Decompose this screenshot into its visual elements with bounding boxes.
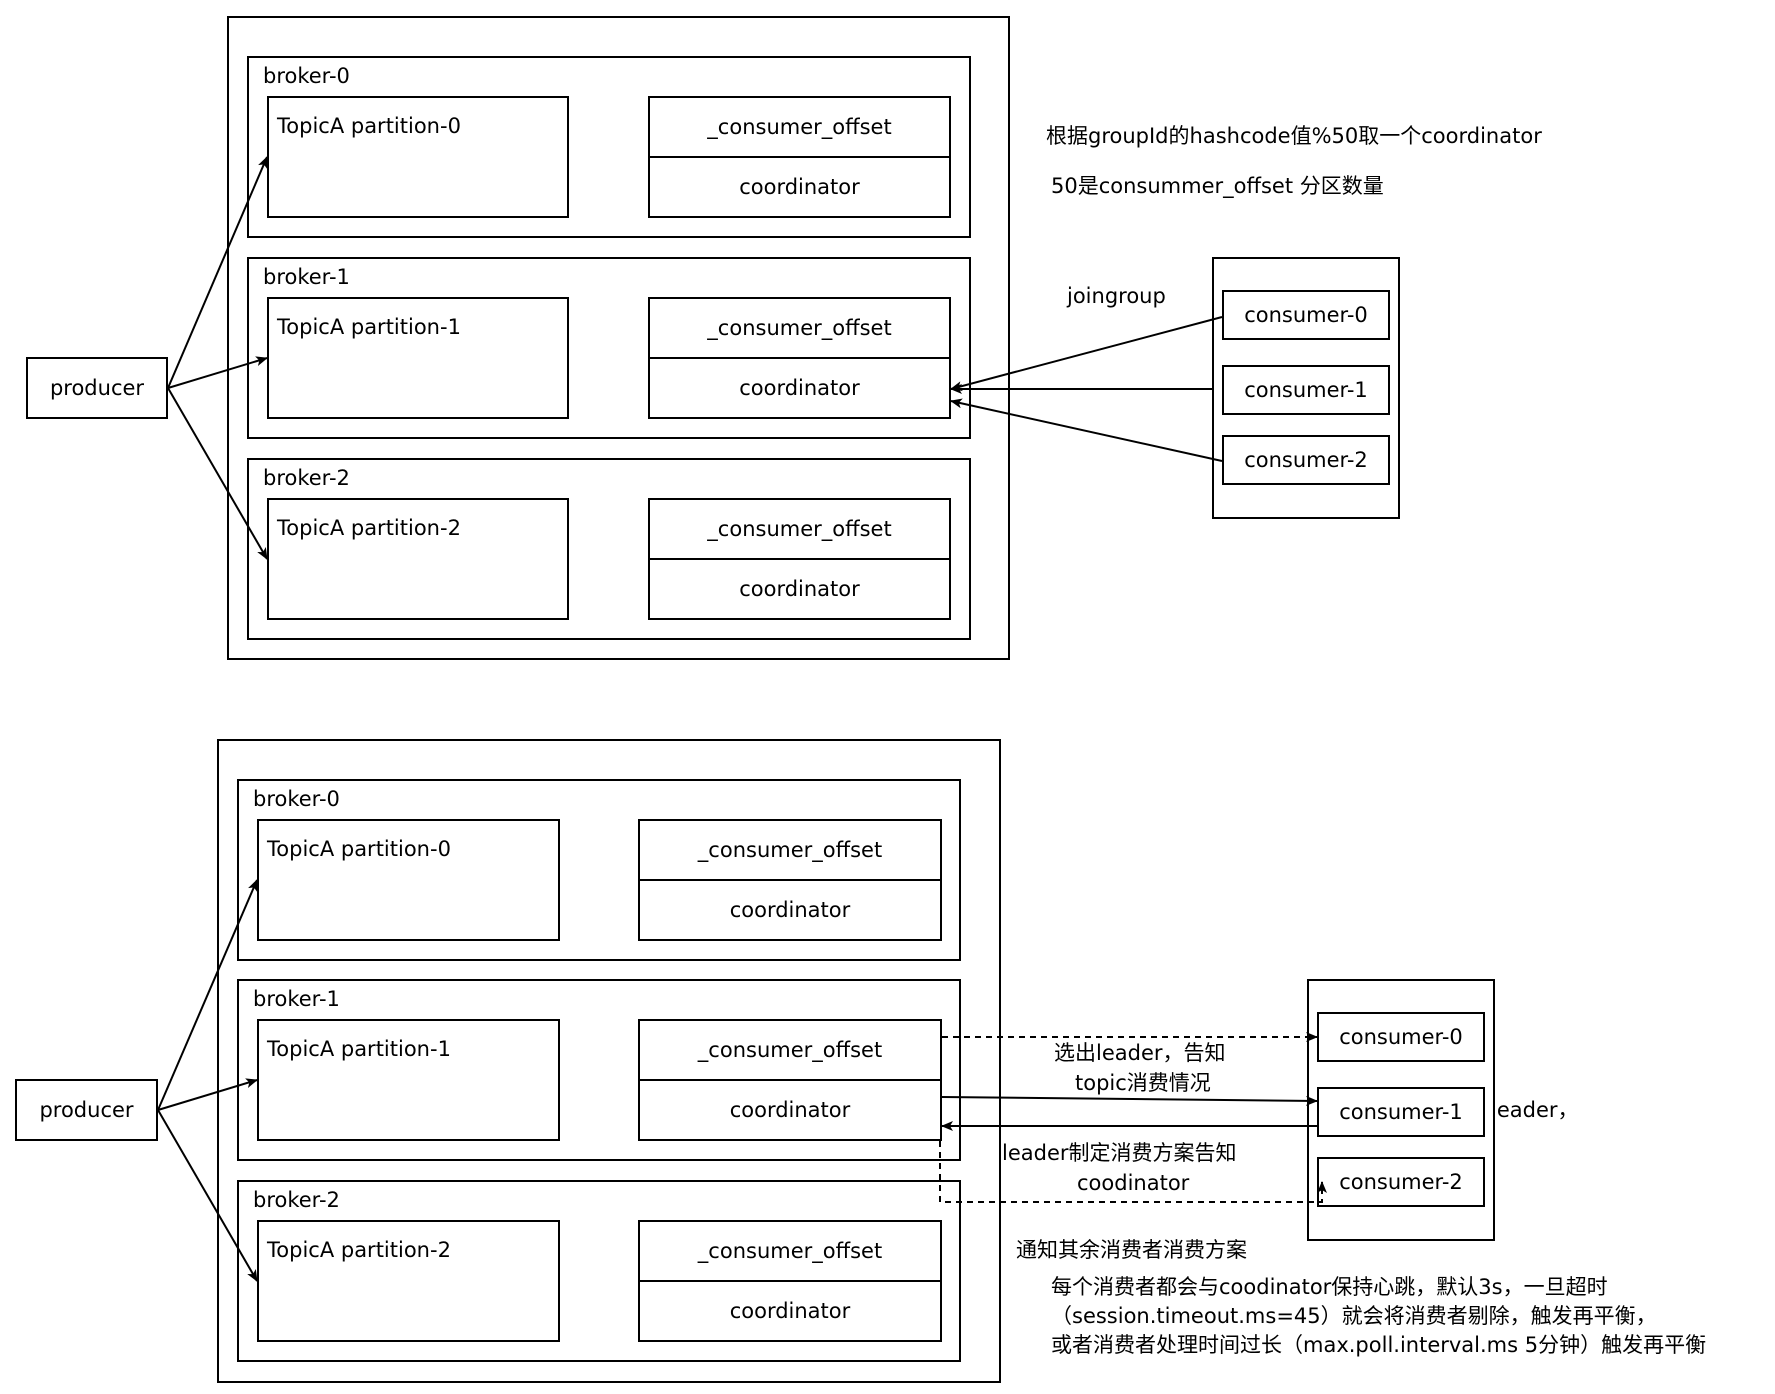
- heartbeat-note-line3: 或者消费者处理时间过长（max.poll.interval.ms 5分钟）触发再…: [1051, 1333, 1707, 1357]
- partition-label: TopicA partition-1: [267, 1037, 451, 1061]
- select-leader-line1: 选出leader，告知: [1054, 1041, 1226, 1065]
- producer-box: producer: [26, 357, 168, 419]
- consumer-offset-cell: _consumer_offset: [650, 299, 949, 359]
- broker-label: broker-1: [253, 987, 340, 1011]
- consumer-offset-cell: _consumer_offset: [640, 821, 940, 881]
- consumer-offset-table: _consumer_offset coordinator: [648, 96, 951, 218]
- partition-box: [257, 1220, 560, 1342]
- partition-label: TopicA partition-2: [277, 516, 461, 540]
- partition-box: [267, 297, 569, 419]
- consumer-offset-table: _consumer_offset coordinator: [638, 1220, 942, 1342]
- consumer-offset-cell: _consumer_offset: [650, 500, 949, 560]
- coordinator-cell: coordinator: [729, 1299, 851, 1323]
- heartbeat-note-line2: （session.timeout.ms=45）就会将消费者剔除，触发再平衡，: [1051, 1304, 1657, 1328]
- consumer-box: consumer-0: [1222, 290, 1390, 340]
- producer-to-partition-1-arrow: [157, 1078, 258, 1111]
- partition-label: TopicA partition-0: [277, 114, 461, 138]
- notify-label: 通知其余消费者消费方案: [1016, 1238, 1247, 1262]
- select-leader-line2: topic消费情况: [1075, 1071, 1211, 1095]
- consumer-box: consumer-2: [1317, 1157, 1485, 1207]
- partition-box: [267, 498, 569, 620]
- coordinator-to-consumer-1-arrow: [941, 1095, 1318, 1106]
- partition-label: TopicA partition-1: [277, 315, 461, 339]
- consumer-box: consumer-1: [1222, 365, 1390, 415]
- consumer-box: consumer-0: [1317, 1012, 1485, 1062]
- coordinator-cell: coordinator: [729, 1098, 851, 1122]
- consumer-box: consumer-1: [1317, 1087, 1485, 1137]
- coordinator-cell: coordinator: [739, 577, 860, 601]
- producer-to-partition-1-arrow: [167, 356, 268, 389]
- partition-label: TopicA partition-2: [267, 1238, 451, 1262]
- consumer-offset-table: _consumer_offset coordinator: [648, 498, 951, 620]
- producer-box: producer: [15, 1079, 158, 1141]
- consumer-offset-table: _consumer_offset coordinator: [638, 1019, 942, 1141]
- heartbeat-note-line1: 每个消费者都会与coodinator保持心跳，默认3s，一旦超时: [1051, 1275, 1608, 1299]
- producer-to-partition-2-arrow: [167, 387, 268, 560]
- consumer-offset-cell: _consumer_offset: [650, 98, 949, 158]
- broker-label: broker-2: [253, 1188, 340, 1212]
- consumer-offset-cell: _consumer_offset: [640, 1021, 940, 1081]
- leader-plan-line1: leader制定消费方案告知: [1002, 1141, 1237, 1165]
- coordinator-cell: coordinator: [739, 175, 860, 199]
- consumer-0-joingroup-arrow: [950, 316, 1223, 392]
- producer-to-partition-0-arrow: [167, 156, 268, 389]
- broker-label: broker-0: [253, 787, 340, 811]
- producer-to-partition-0-arrow: [157, 879, 258, 1111]
- leader-label: leader，: [1491, 1098, 1579, 1122]
- leader-plan-line2: coodinator: [1077, 1171, 1190, 1195]
- consumer-offset-table: _consumer_offset coordinator: [648, 297, 951, 419]
- broker-label: broker-1: [263, 265, 350, 289]
- broker-label: broker-2: [263, 466, 350, 490]
- broker-label: broker-0: [263, 64, 350, 88]
- partition-box: [257, 819, 560, 941]
- producer-to-partition-2-arrow: [157, 1109, 258, 1282]
- consumer-box: consumer-2: [1222, 435, 1390, 485]
- coordinator-hash-note: 根据groupId的hashcode值%50取一个coordinator: [1046, 124, 1542, 148]
- consumer-offset-cell: _consumer_offset: [640, 1222, 940, 1282]
- coordinator-cell: coordinator: [729, 898, 851, 922]
- partition-box: [257, 1019, 560, 1141]
- partition-label: TopicA partition-0: [267, 837, 451, 861]
- consumer-2-joingroup-arrow: [950, 398, 1223, 462]
- partition-count-note: 50是consummer_offset 分区数量: [1051, 174, 1384, 198]
- consumer-offset-table: _consumer_offset coordinator: [638, 819, 942, 941]
- coordinator-to-consumer-2-dashed-arrow: [939, 1141, 1327, 1203]
- joingroup-label: joingroup: [1067, 284, 1166, 308]
- coordinator-cell: coordinator: [739, 376, 860, 400]
- partition-box: [267, 96, 569, 218]
